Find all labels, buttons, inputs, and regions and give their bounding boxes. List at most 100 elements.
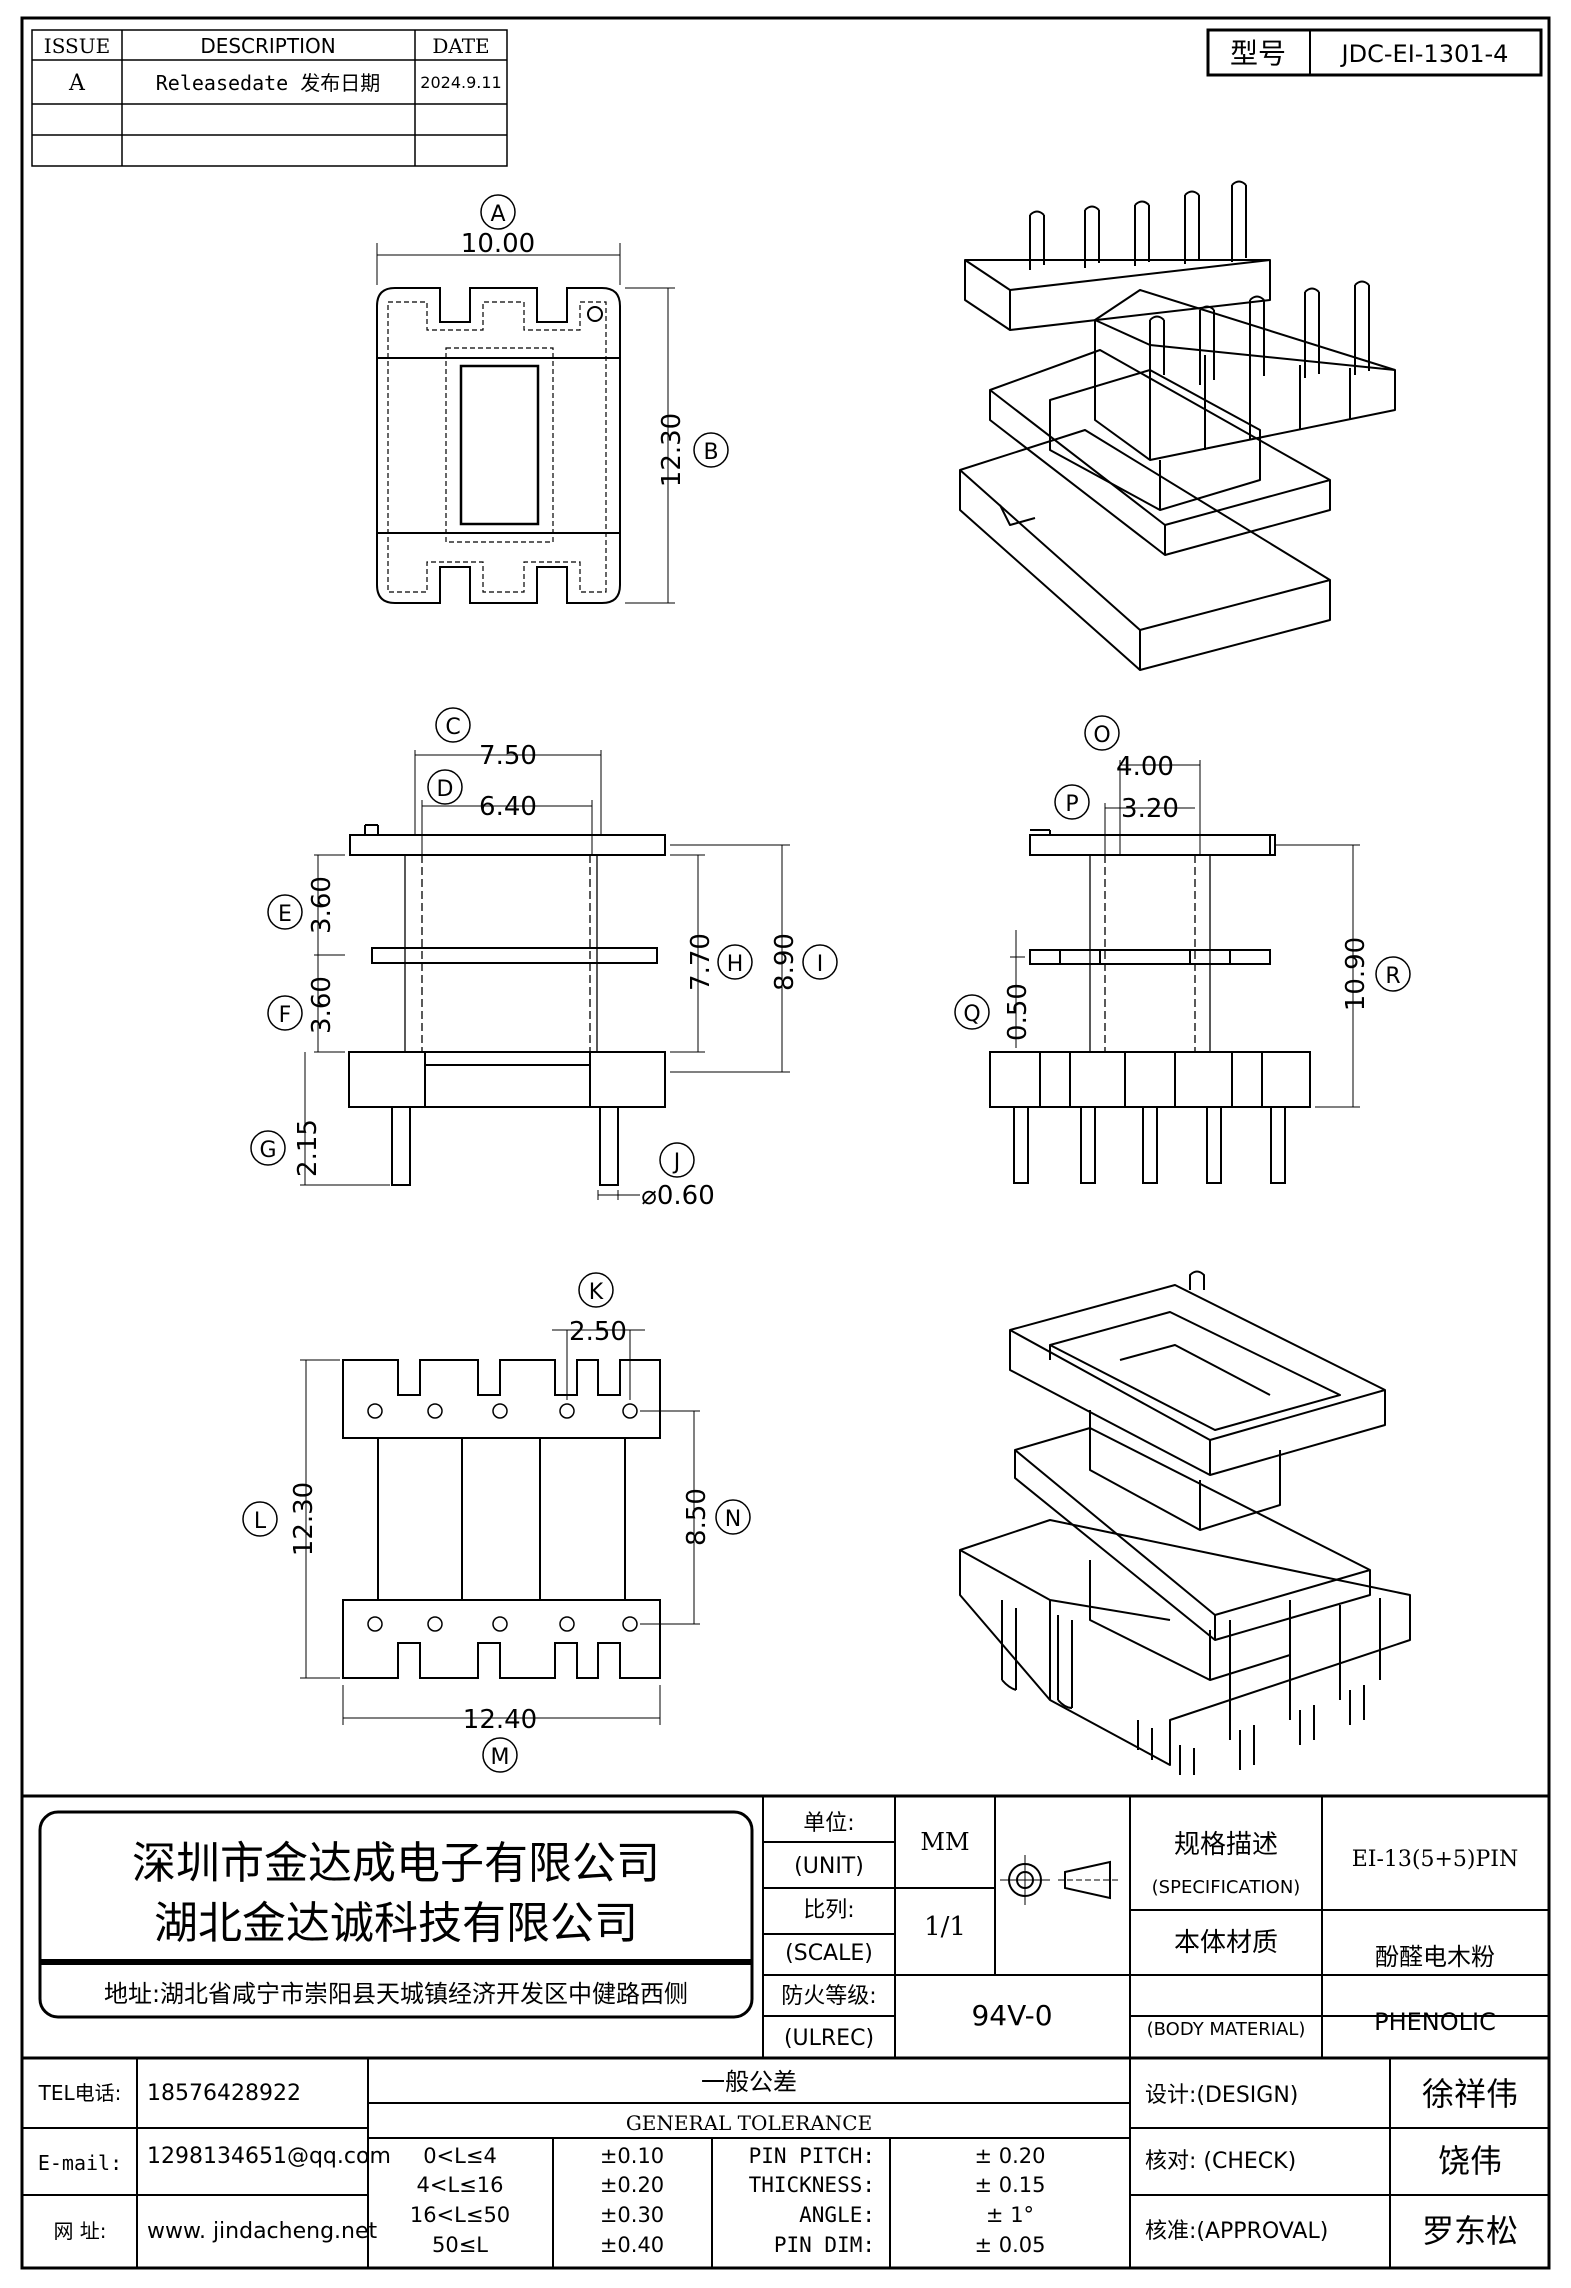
tolerance-value-2: ±0.20 [600, 2173, 664, 2197]
design-label: 设计:(DESIGN) [1145, 2083, 1298, 2108]
design-name: 徐祥伟 [1422, 2075, 1518, 2113]
scale-label-en: (SCALE) [785, 1941, 873, 1966]
bottom-dim-m-value: 12.40 [463, 1705, 537, 1735]
scale-value: 1/1 [924, 1912, 966, 1942]
tolerance-value-4: ±0.40 [600, 2233, 664, 2257]
rev-header-date: DATE [432, 34, 489, 58]
model-label: 型号 [1230, 37, 1286, 70]
front-dim-c-tag: C [445, 715, 460, 740]
side-dim-o-value: 4.00 [1116, 752, 1174, 782]
side-dim-p-tag: P [1065, 792, 1078, 817]
rev-header-description: DESCRIPTION [200, 34, 335, 58]
bottom-dim-l-tag: L [254, 1509, 267, 1534]
front-dim-f-value: 3.60 [307, 976, 337, 1034]
tolerance-title-cn: 一般公差 [701, 2068, 797, 2096]
company-name-1: 深圳市金达成电子有限公司 [132, 1838, 660, 1889]
top-dim-a-tag: A [490, 202, 505, 227]
side-dim-r-tag: R [1385, 964, 1400, 989]
model-box [1206, 28, 1543, 77]
email-label: E-mail: [38, 2151, 122, 2175]
bottom-dim-n-tag: N [725, 1507, 741, 1532]
tolerance-item-value-1: ± 0.20 [974, 2144, 1045, 2168]
tel-label: TEL电话: [38, 2081, 122, 2105]
rev-description-a: Releasedate 发布日期 [156, 71, 381, 95]
check-label: 核对: (CHECK) [1145, 2149, 1296, 2174]
front-dim-g-tag: G [259, 1138, 276, 1163]
tolerance-item-value-2: ± 0.15 [974, 2173, 1045, 2197]
top-dim-b-value: 12.30 [657, 413, 687, 487]
side-dim-o-tag: O [1093, 723, 1110, 748]
side-dim-q-tag: Q [963, 1002, 980, 1027]
tolerance-item-1: PIN PITCH: [749, 2144, 875, 2168]
tolerance-title-en: GENERAL TOLERANCE [626, 2111, 872, 2135]
tolerance-item-4: PIN DIM: [774, 2233, 875, 2257]
front-dim-d-tag: D [437, 777, 454, 802]
front-dim-e-value: 3.60 [307, 876, 337, 934]
assembled-iso-view [959, 1270, 1411, 1775]
rev-date-a: 2024.9.11 [420, 73, 501, 92]
rev-issue-a: A [68, 71, 86, 96]
title-block [22, 1794, 1549, 2268]
bottom-dim-k-value: 2.50 [569, 1317, 627, 1347]
material-value-en: PHENOLIC [1374, 2008, 1496, 2036]
material-label-en: (BODY MATERIAL) [1147, 2019, 1306, 2040]
fire-label-en: (ULREC) [784, 2026, 874, 2051]
fire-value: 94V-0 [971, 1999, 1052, 2032]
tolerance-item-3: ANGLE: [799, 2203, 875, 2227]
material-value-cn: 酚醛电木粉 [1375, 1943, 1495, 1971]
approval-label: 核准:(APPROVAL) [1145, 2219, 1328, 2244]
front-dim-g-value: 2.15 [293, 1119, 323, 1177]
spec-label-en: (SPECIFICATION) [1152, 1877, 1301, 1898]
tolerance-value-3: ±0.30 [600, 2203, 664, 2227]
sheet-border [20, 16, 1551, 2270]
email-value: 1298134651@qq.com [147, 2144, 391, 2169]
front-dim-j-tag: J [672, 1150, 681, 1175]
side-dim-q-value: 0.50 [1003, 983, 1033, 1041]
front-dim-i-value: 8.90 [770, 933, 800, 991]
bottom-dim-k-tag: K [589, 1280, 604, 1305]
check-name: 饶伟 [1438, 2142, 1502, 2180]
front-dim-f-tag: F [279, 1003, 292, 1028]
bottom-view [242, 1272, 751, 1773]
bottom-dim-n-value: 8.50 [682, 1488, 712, 1546]
revision-table [31, 29, 508, 167]
top-dim-b-tag: B [703, 440, 718, 465]
front-view [250, 707, 838, 1200]
front-dim-i-tag: I [817, 952, 824, 977]
web-label: 网 址: [53, 2219, 106, 2243]
unit-value: MM [920, 1828, 969, 1856]
web-value: www. jindacheng.net [147, 2219, 378, 2244]
tolerance-item-value-3: ± 1° [986, 2203, 1034, 2227]
tolerance-item-2: THICKNESS: [749, 2173, 875, 2197]
unit-label-en: (UNIT) [794, 1854, 864, 1879]
front-dim-j-value: ⌀0.60 [641, 1181, 715, 1211]
tolerance-range-2: 4<L≤16 [417, 2173, 504, 2197]
tolerance-item-value-4: ± 0.05 [974, 2233, 1045, 2257]
front-dim-h-value: 7.70 [686, 933, 716, 991]
tolerance-range-1: 0<L≤4 [423, 2144, 497, 2168]
top-view [376, 194, 729, 604]
front-dim-e-tag: E [278, 902, 292, 927]
scale-label-cn: 比列: [803, 1898, 854, 1923]
rev-header-issue: ISSUE [44, 34, 110, 58]
front-dim-h-tag: H [727, 952, 744, 977]
tolerance-value-1: ±0.10 [600, 2144, 664, 2168]
side-view [954, 715, 1411, 1184]
exploded-iso-view [959, 180, 1396, 671]
front-dim-c-value: 7.50 [479, 741, 537, 771]
bottom-dim-l-value: 12.30 [289, 1482, 319, 1556]
side-dim-p-value: 3.20 [1121, 794, 1179, 824]
spec-label-cn: 规格描述 [1174, 1830, 1278, 1860]
bottom-dim-m-tag: M [491, 1745, 510, 1770]
tolerance-range-3: 16<L≤50 [410, 2203, 510, 2227]
unit-label-cn: 单位: [803, 1811, 854, 1836]
approval-name: 罗东松 [1422, 2212, 1518, 2250]
spec-value: EI-13(5+5)PIN [1352, 1847, 1519, 1872]
model-number: JDC-EI-1301-4 [1340, 40, 1509, 68]
company-name-2: 湖北金达诚科技有限公司 [154, 1898, 638, 1949]
side-dim-r-value: 10.90 [1341, 937, 1371, 1011]
tolerance-range-4: 50≤L [432, 2233, 488, 2257]
tel-value: 18576428922 [147, 2081, 301, 2106]
company-address: 地址:湖北省咸宁市崇阳县天城镇经济开发区中健路西侧 [104, 1980, 688, 2008]
